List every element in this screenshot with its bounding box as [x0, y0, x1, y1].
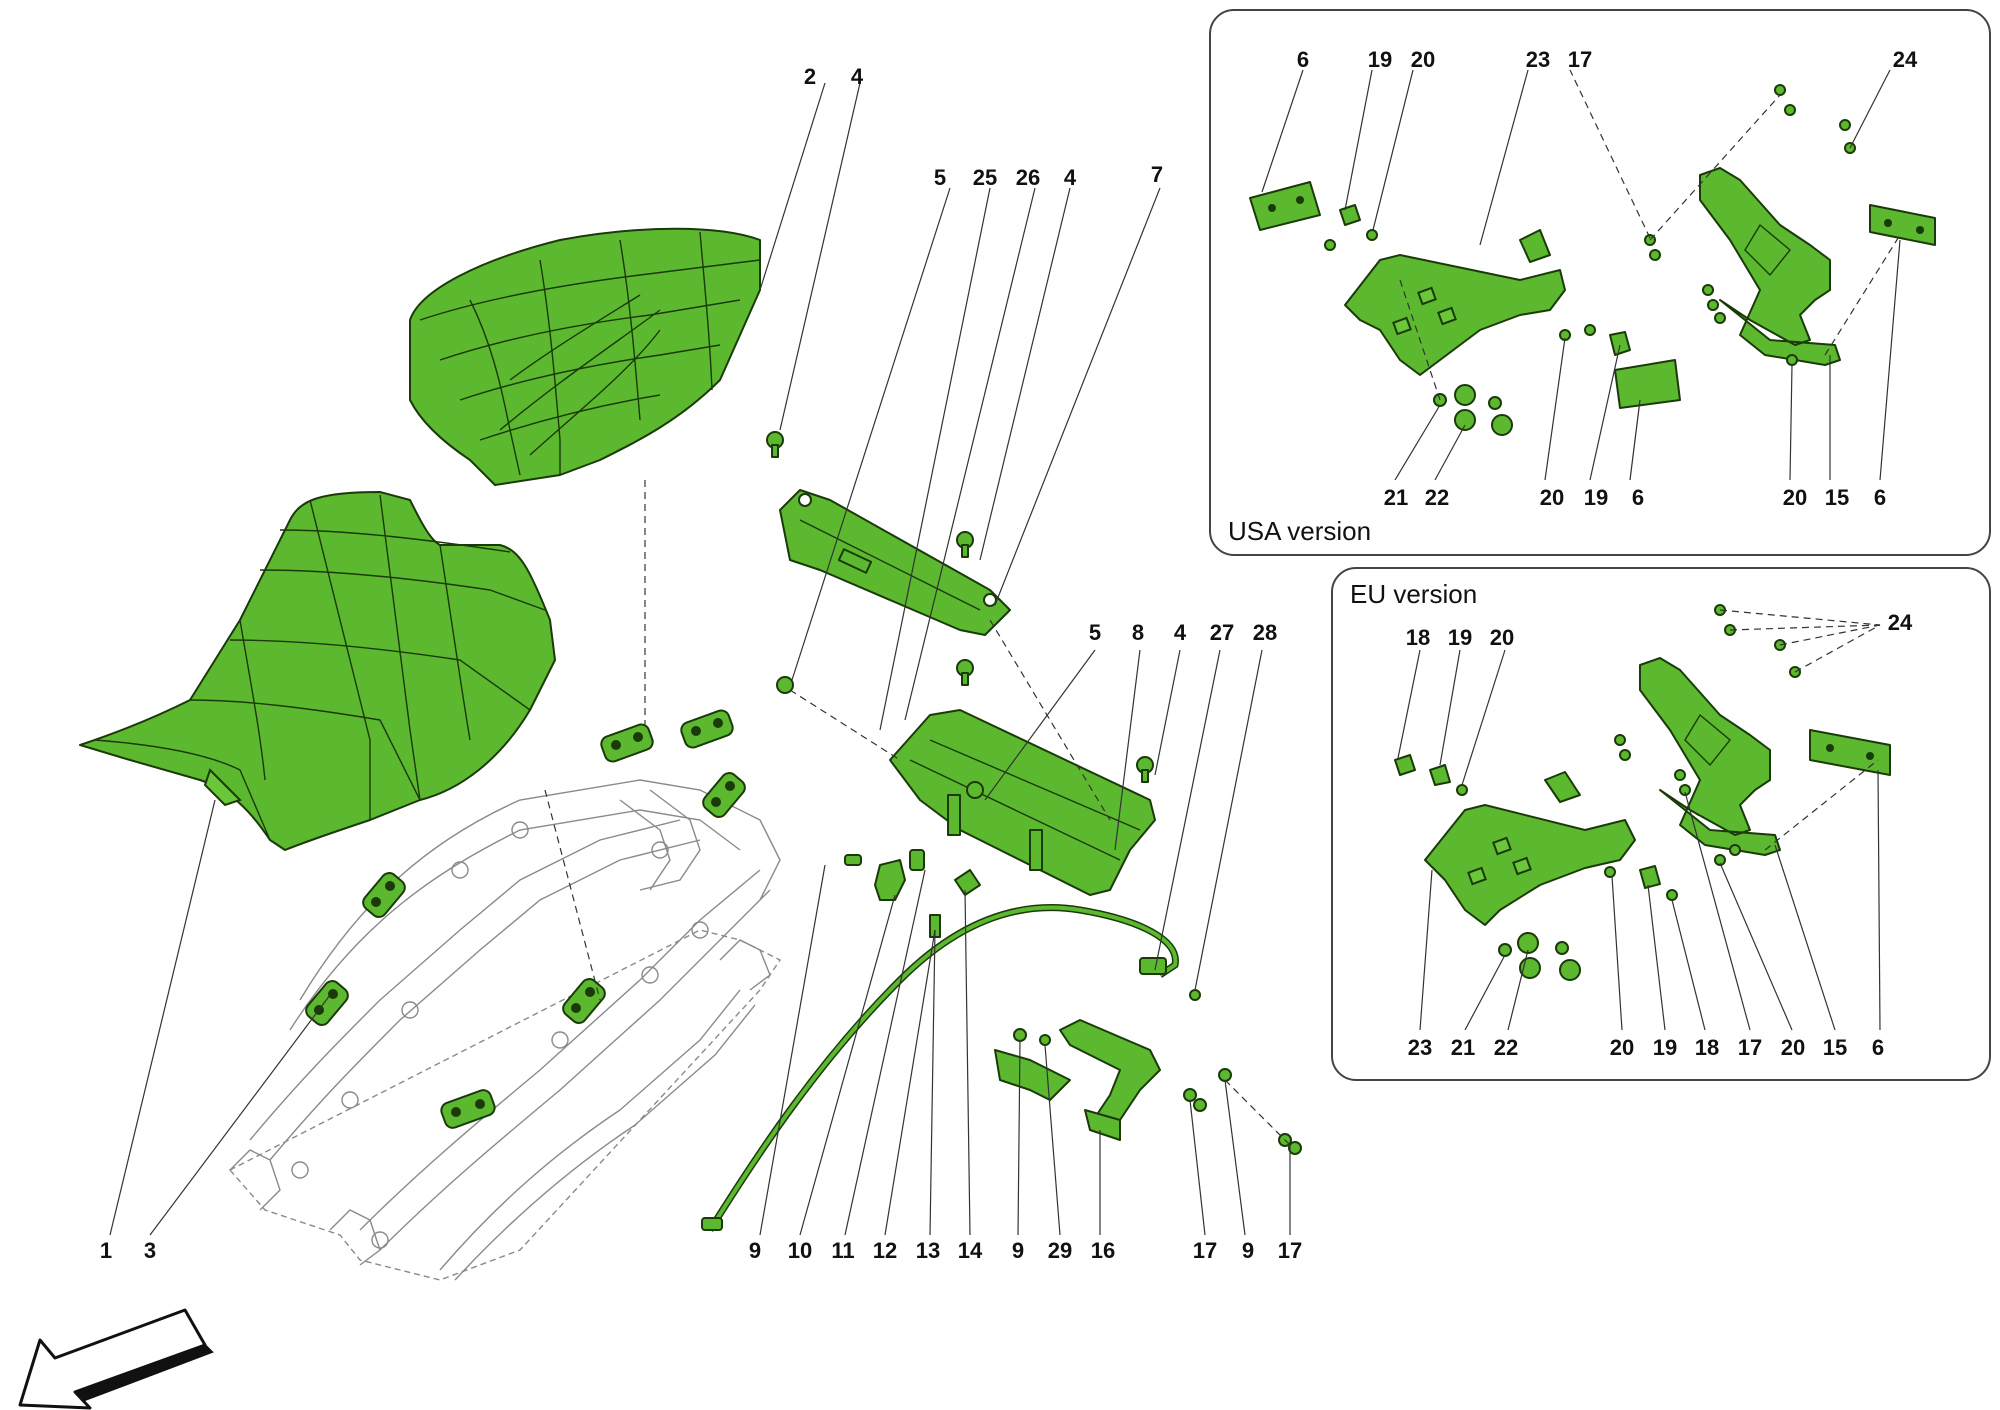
callout: 1 [100, 1238, 112, 1263]
callout: 18 [1406, 625, 1430, 650]
callout: 13 [916, 1238, 940, 1263]
callout: 19 [1584, 485, 1608, 510]
mount-pad [440, 1089, 496, 1129]
callout: 24 [1893, 47, 1918, 72]
latch-parts [844, 849, 981, 938]
callout: 15 [1825, 485, 1849, 510]
callout: 19 [1448, 625, 1472, 650]
callout: 17 [1738, 1035, 1762, 1060]
plate [1869, 204, 1936, 246]
mount-pad [362, 872, 406, 918]
callout: 9 [1012, 1238, 1024, 1263]
mount-pad [562, 978, 606, 1024]
callout: 18 [1695, 1035, 1719, 1060]
callout: 15 [1823, 1035, 1847, 1060]
eu-version-label: EU version [1350, 579, 1477, 609]
callout: 2 [804, 64, 816, 89]
callout: 23 [1408, 1035, 1432, 1060]
callout: 4 [1174, 620, 1187, 645]
callout: 14 [958, 1238, 983, 1263]
callout: 19 [1653, 1035, 1677, 1060]
callout: 4 [851, 64, 864, 89]
callout: 22 [1494, 1035, 1518, 1060]
eu-version-box: EU version [1331, 567, 1991, 1081]
seat-lock-plate [889, 709, 1156, 896]
seat-mounts [305, 709, 746, 1129]
callout: 9 [1242, 1238, 1254, 1263]
rider-seat [79, 491, 556, 851]
release-cable [701, 904, 1179, 1232]
callout: 24 [1888, 610, 1913, 635]
callout: 26 [1016, 165, 1040, 190]
plate [1809, 729, 1891, 776]
callout: 20 [1781, 1035, 1805, 1060]
callout: 10 [788, 1238, 812, 1263]
callout: 6 [1632, 485, 1644, 510]
usa-version-box: USA version [1209, 9, 1991, 556]
callout: 20 [1783, 485, 1807, 510]
main-callouts: 2 4 5 25 26 4 7 5 8 4 27 28 1 3 9 10 11 … [100, 64, 1302, 1263]
callout: 20 [1490, 625, 1514, 650]
callout: 21 [1384, 485, 1408, 510]
license-bracket [1699, 167, 1841, 366]
callout: 20 [1411, 47, 1435, 72]
callout: 3 [144, 1238, 156, 1263]
mount-pad [305, 980, 349, 1026]
callout: 29 [1048, 1238, 1072, 1263]
callout: 19 [1368, 47, 1392, 72]
callout: 23 [1526, 47, 1550, 72]
callout: 8 [1132, 620, 1144, 645]
callout: 9 [749, 1238, 761, 1263]
callout: 12 [873, 1238, 897, 1263]
callout: 6 [1297, 47, 1309, 72]
callout: 5 [1089, 620, 1101, 645]
callout: 17 [1278, 1238, 1302, 1263]
callout: 17 [1193, 1238, 1217, 1263]
seat-support-bracket [994, 1019, 1161, 1141]
plate [1614, 359, 1681, 409]
frame-outline [228, 779, 782, 1281]
callout: 5 [934, 165, 946, 190]
grab-handle-bracket [779, 489, 1011, 636]
callout: 17 [1568, 47, 1592, 72]
callout: 25 [973, 165, 997, 190]
callout: 28 [1253, 620, 1277, 645]
callout: 20 [1610, 1035, 1634, 1060]
fastener-screws [766, 431, 1302, 1155]
callout: 6 [1874, 485, 1886, 510]
callout: 11 [831, 1238, 854, 1263]
rear-seat-cover [409, 227, 761, 486]
callout: 27 [1210, 620, 1234, 645]
mount-pad [702, 772, 746, 818]
mount-pad [600, 723, 654, 763]
callout: 7 [1151, 162, 1163, 187]
callout: 22 [1425, 485, 1449, 510]
plate [1249, 181, 1321, 231]
callout: 4 [1064, 165, 1077, 190]
callout: 20 [1540, 485, 1564, 510]
callout: 21 [1451, 1035, 1475, 1060]
leader-lines [109, 82, 1291, 1236]
direction-arrow-icon [18, 1308, 214, 1410]
callout: 6 [1872, 1035, 1884, 1060]
mount-pad [680, 709, 734, 749]
callout: 16 [1091, 1238, 1115, 1263]
usa-version-label: USA version [1228, 516, 1371, 546]
